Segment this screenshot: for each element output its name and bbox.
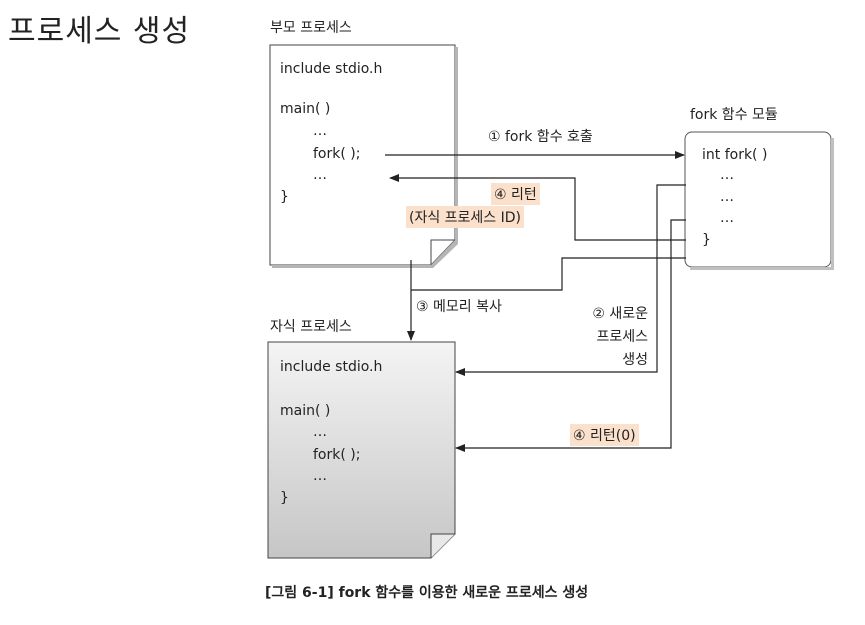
memory-copy-label: ③ 메모리 복사 <box>416 299 502 315</box>
child-code-close: } <box>280 490 289 506</box>
child-process-label: 자식 프로세스 <box>270 319 352 335</box>
child-code-fork-call: fork( ); <box>313 447 361 463</box>
new-process-label-2: 프로세스 <box>596 329 648 345</box>
parent-code-include: include stdio.h <box>280 61 383 77</box>
parent-code-main: main( ) <box>280 101 331 117</box>
fork-module-label: fork 함수 모듈 <box>690 107 778 123</box>
child-code-include: include stdio.h <box>280 359 383 375</box>
return-parent-arrow <box>389 174 686 241</box>
module-code-ellipsis-1: … <box>720 167 734 183</box>
figure-caption: [그림 6-1] fork 함수를 이용한 새로운 프로세스 생성 <box>265 585 589 601</box>
parent-code-ellipsis-1: … <box>313 123 327 139</box>
parent-code-ellipsis-2: … <box>313 167 327 183</box>
module-code-ellipsis-3: … <box>720 210 734 226</box>
child-code-main: main( ) <box>280 403 331 419</box>
parent-code-close: } <box>280 189 289 205</box>
child-code-ellipsis-1: … <box>313 424 327 440</box>
fork-call-label: ① fork 함수 호출 <box>488 129 593 145</box>
new-process-label-1: ② 새로운 <box>592 306 648 322</box>
module-code-signature: int fork( ) <box>702 147 768 163</box>
memory-copy-path <box>411 257 686 291</box>
module-code-close: } <box>702 232 711 248</box>
child-code-ellipsis-2: … <box>313 468 327 484</box>
new-process-arrow <box>455 184 686 376</box>
module-code-ellipsis-2: … <box>720 189 734 205</box>
return-parent-label: ④ 리턴 <box>491 183 540 205</box>
return-child-arrow <box>455 219 686 452</box>
parent-process-box <box>269 44 458 268</box>
return-parent-pid-label: (자식 프로세스 ID) <box>406 206 525 228</box>
new-process-label-3: 생성 <box>622 352 648 368</box>
slide-title: 프로세스 생성 <box>8 14 191 49</box>
child-process-box <box>267 341 456 559</box>
parent-code-fork-call: fork( ); <box>313 146 361 162</box>
parent-process-label: 부모 프로세스 <box>270 20 352 36</box>
return-child-label: ④ 리턴(0) <box>570 424 639 446</box>
